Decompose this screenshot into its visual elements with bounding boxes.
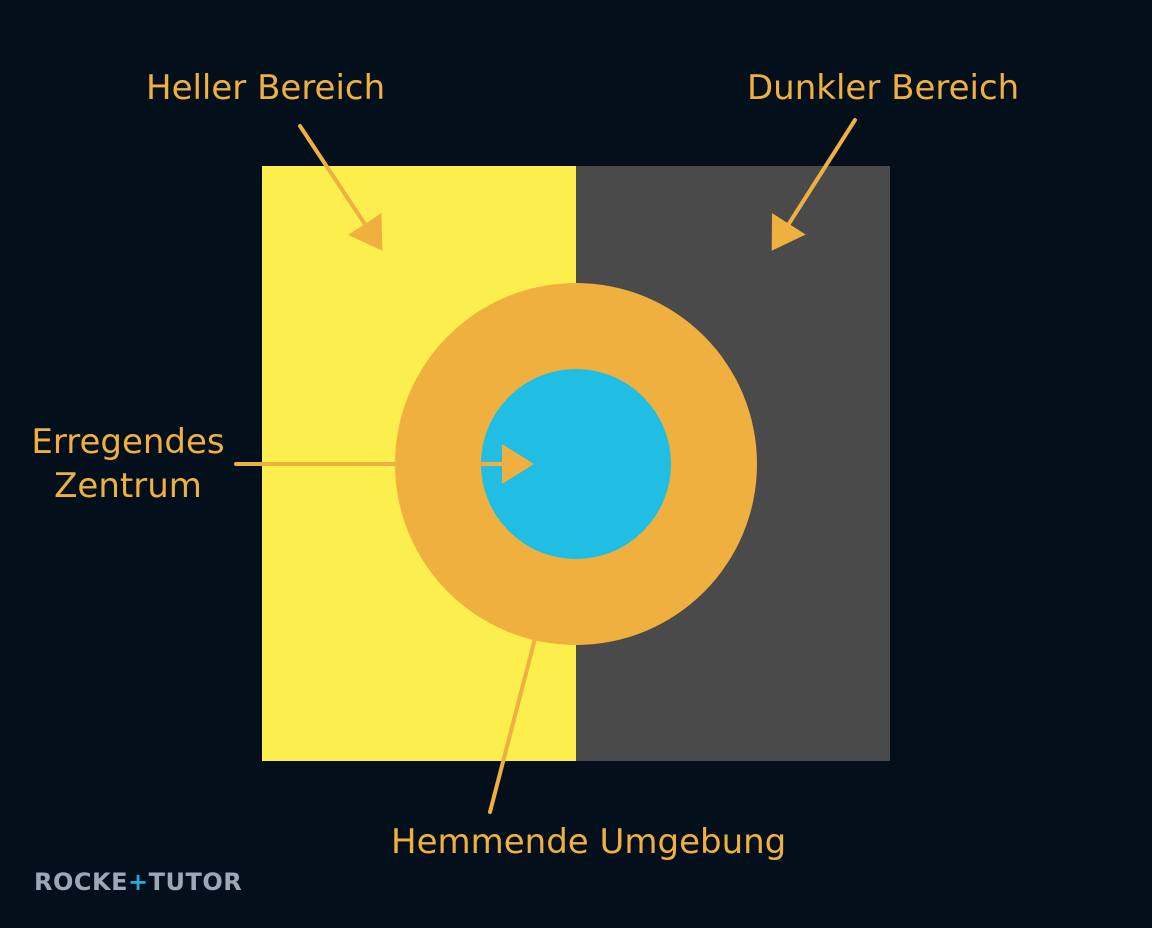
logo-text-part-a: ROCKE [34,868,128,896]
bright-area-label: Heller Bereich [146,68,386,108]
bright-area-arrow [298,124,383,251]
dark-area-label: Dunkler Bereich [747,68,1020,108]
excitatory-center-label-line1: Erregendes [31,422,225,462]
inhibitory-surround-label: Hemmende Umgebung [391,822,787,862]
inhibitory-surround-arrow [488,592,559,814]
dark-area-arrow [771,118,857,251]
excitatory-center-label: Erregendes Zentrum [28,420,228,508]
logo-plus-glyph: + [128,868,149,896]
logo-text-part-b: TUTOR [148,868,243,896]
excitatory-center-label-line2: Zentrum [54,466,202,506]
excitatory-center-circle [481,369,671,559]
rocketutor-logo: ROCKE+TUTOR [34,868,242,896]
